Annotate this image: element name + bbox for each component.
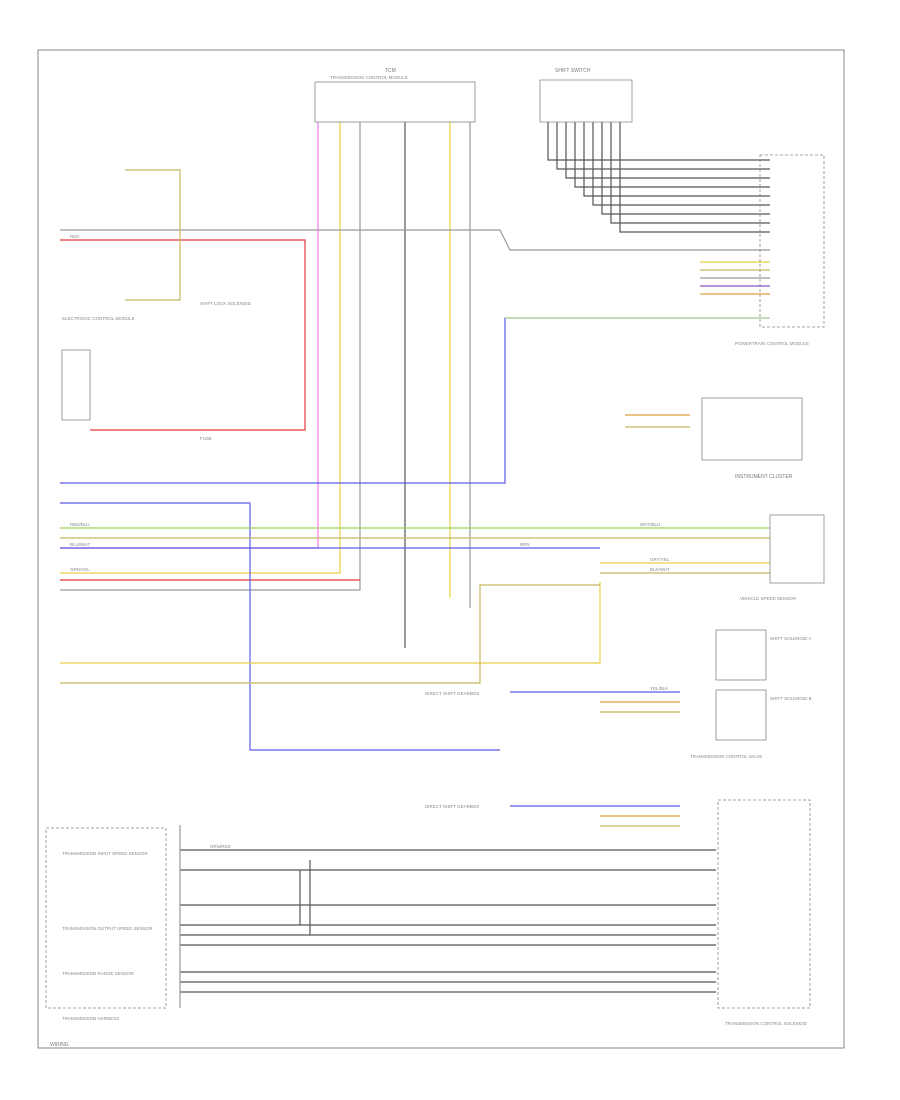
wire-red bbox=[60, 239, 306, 431]
wire-label: RED bbox=[70, 234, 80, 239]
trans-control-label: TRANSMISSION CONTROL SOLENOID bbox=[725, 1021, 808, 1026]
wire-shift-0 bbox=[547, 122, 770, 161]
speed-sensor-box bbox=[769, 514, 825, 584]
wire-label: RED/BLU bbox=[70, 522, 90, 527]
input-speed-label: TRANSMISSION INPUT SPEED SENSOR bbox=[62, 851, 148, 856]
solenoid-b-label: SHIFT SOLENOID B bbox=[770, 696, 812, 701]
powertrain-box bbox=[759, 154, 825, 328]
wire-shift-6 bbox=[601, 122, 770, 215]
wire-shift-4 bbox=[583, 122, 770, 197]
shift-switch-label: SHIFT SWITCH bbox=[555, 68, 591, 74]
trans-harness-label: TRANSMISSION HARNESS bbox=[62, 1016, 119, 1021]
harness-box bbox=[45, 827, 167, 1009]
solenoid-a-box bbox=[715, 629, 767, 681]
ecm-label: ELECTRONIC CONTROL MODULE bbox=[62, 316, 135, 321]
tcm-sublabel: TRANSMISSION CONTROL MODULE bbox=[330, 75, 408, 80]
powertrain-label: POWERTRAIN CONTROL MODULE bbox=[735, 341, 809, 346]
speed-sensor-label: VEHICLE SPEED SENSOR bbox=[740, 596, 797, 601]
solenoid-a-label: SHIFT SOLENOID A bbox=[770, 636, 811, 641]
wire-label: BLU/WHT bbox=[70, 542, 91, 547]
wire-pink bbox=[60, 122, 319, 549]
wire-label: GRY/YEL bbox=[650, 557, 670, 562]
wire-label: GRN/YEL bbox=[70, 567, 90, 572]
wire-blue-2 bbox=[60, 502, 500, 751]
wire-shift-1 bbox=[556, 122, 770, 170]
instrument-cluster-label: INSTRUMENT CLUSTER bbox=[735, 474, 793, 480]
direct-shift-label: DIRECT SHIFT GEARBOX bbox=[425, 691, 479, 696]
wire-label: BRN bbox=[520, 542, 530, 547]
diagram-frame bbox=[37, 49, 845, 1049]
wire-yellow bbox=[60, 122, 341, 574]
wire-shift-5 bbox=[592, 122, 770, 206]
fuse-label: FUSE bbox=[200, 436, 212, 441]
wire-label: YEL/BLK bbox=[650, 686, 668, 691]
shift-lock-label: SHIFT LOCK SOLENOID bbox=[200, 301, 252, 306]
wire-khaki-3 bbox=[60, 584, 600, 684]
wire-ecm bbox=[125, 169, 181, 301]
tcm-top-connector bbox=[314, 81, 476, 123]
wires bbox=[60, 122, 770, 1008]
solenoid-b-box bbox=[715, 689, 767, 741]
direct-shift-label-2: DIRECT SHIFT GEARBOX bbox=[425, 804, 479, 809]
page-label: WIRING bbox=[50, 1042, 69, 1048]
wire-shift-2 bbox=[565, 122, 770, 179]
wire-label: BLK/WHT bbox=[650, 567, 670, 572]
wire-gray-top bbox=[60, 229, 770, 251]
ecm-box bbox=[61, 349, 91, 421]
wire-blue bbox=[60, 317, 770, 484]
output-speed-label: TRANSMISSION OUTPUT SPEED SENSOR bbox=[62, 926, 153, 931]
wire-gray bbox=[60, 122, 361, 591]
wire-shift-3 bbox=[574, 122, 770, 188]
control-valve-label: TRANSMISSION CONTROL VALVE bbox=[690, 754, 762, 759]
wire-shift-8 bbox=[619, 122, 770, 233]
component-boxes bbox=[45, 79, 825, 1009]
wire-yellow-3 bbox=[60, 582, 601, 664]
tcm-label: TCM bbox=[385, 68, 396, 74]
wire-shift-7 bbox=[610, 122, 770, 224]
shift-switch-box bbox=[539, 79, 633, 123]
wire-label: WHT/BLU bbox=[640, 522, 660, 527]
range-sensor-label: TRANSMISSION RANGE SENSOR bbox=[62, 971, 135, 976]
instrument-cluster-box bbox=[701, 397, 803, 461]
trans-control-box bbox=[717, 799, 811, 1009]
wire-label: GRN/RED bbox=[210, 844, 232, 849]
